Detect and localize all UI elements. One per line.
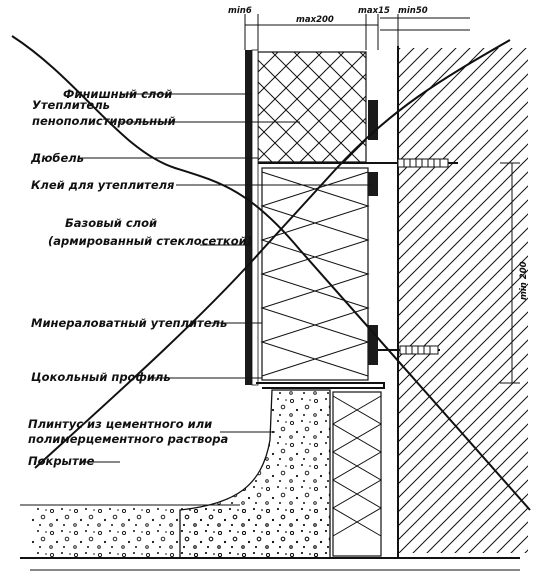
dim-max200: max200 bbox=[296, 15, 334, 25]
finish-base-layer bbox=[245, 49, 259, 386]
dim-max15: max15 bbox=[358, 6, 390, 16]
ground-covering bbox=[20, 504, 520, 571]
label-covering: Покрытие bbox=[28, 454, 95, 468]
dimension-lines bbox=[244, 14, 520, 384]
masonry-wall bbox=[397, 46, 528, 558]
label-mineral-wool: Минераловатный утеплитель bbox=[31, 316, 227, 330]
label-dowel: Дюбель bbox=[30, 151, 84, 165]
label-finish-layer: Финишный слой bbox=[63, 87, 172, 101]
leader-lines bbox=[80, 93, 372, 463]
eps-insulation-board bbox=[257, 51, 367, 163]
label-base-line2: (армированный стеклосеткой) bbox=[48, 234, 252, 248]
label-plinth-line2: полимерцементного раствора bbox=[28, 432, 229, 446]
glue-spots bbox=[368, 100, 378, 365]
label-glue: Клей для утеплителя bbox=[31, 178, 175, 192]
dowel-upper bbox=[258, 158, 458, 168]
dim-min50: min50 bbox=[398, 6, 428, 16]
label-plinth-line1: Плинтус из цементного или bbox=[28, 417, 212, 431]
plinth-profile bbox=[256, 382, 385, 389]
label-plinth-profile: Цокольный профиль bbox=[31, 370, 171, 384]
dim-min6: min6 bbox=[228, 6, 252, 16]
dim-min200: min 200 bbox=[519, 261, 529, 300]
label-eps-line1: Утеплитель bbox=[32, 98, 110, 112]
label-base-line1: Базовый слой bbox=[65, 216, 157, 230]
break-lines bbox=[11, 35, 531, 511]
label-eps-line2: пенополистирольный bbox=[32, 114, 176, 128]
mineral-wool-board bbox=[260, 167, 370, 381]
plinth-mineral-wool bbox=[332, 391, 382, 557]
